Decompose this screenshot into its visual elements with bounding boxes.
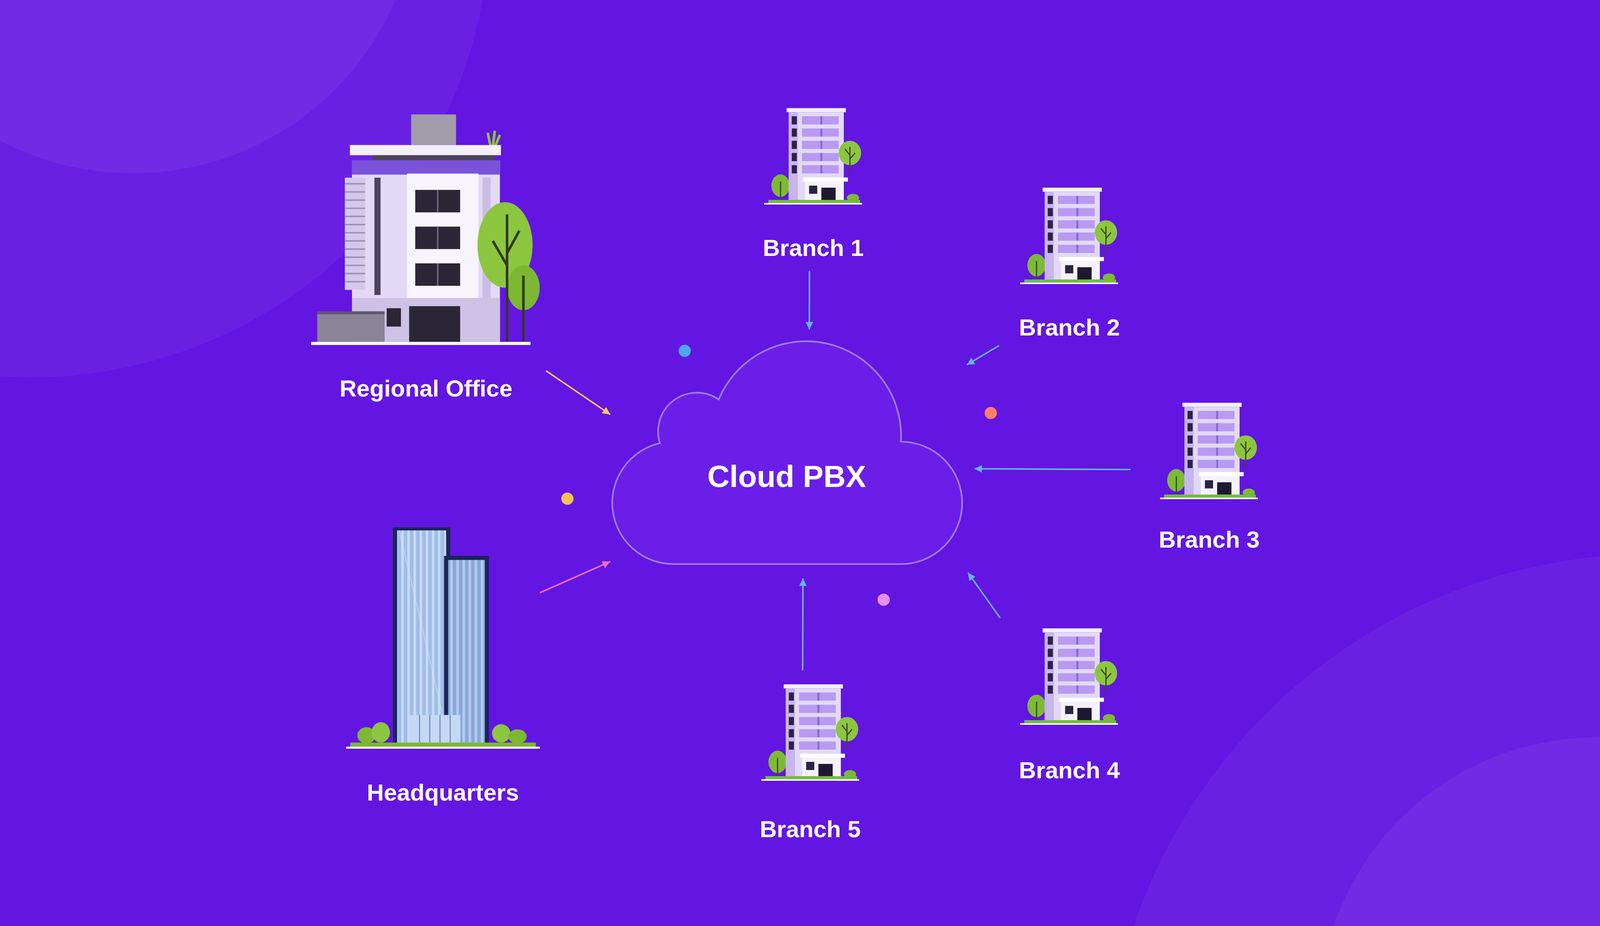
decor-circle [1104, 554, 1600, 926]
connector-arrow [808, 271, 811, 330]
node-texts: Branch 3 [1146, 525, 1273, 554]
node-texts: Branch 1 [749, 233, 877, 262]
building-node: Headquarters [346, 525, 540, 807]
decor-dot [678, 344, 691, 358]
building-label: Regional Office [306, 374, 547, 403]
building-illustration [346, 525, 540, 750]
building-node: Branch 3 [1146, 400, 1273, 554]
cloud-outline [610, 339, 964, 567]
connector-arrow [546, 370, 611, 415]
cloud-shape [612, 341, 963, 565]
connector-arrow [968, 573, 1000, 619]
connector-arrow [966, 345, 1000, 366]
connector-arrow [539, 561, 611, 593]
building-illustration [1160, 400, 1259, 503]
building-illustration [761, 682, 860, 785]
building-label: Headquarters [346, 778, 540, 807]
building-drawing [761, 684, 860, 782]
building-label: Branch 1 [749, 233, 877, 262]
decor-dot [877, 593, 890, 606]
building-node: Branch 4 [1006, 626, 1134, 785]
node-texts: Cloud PBX [610, 458, 964, 496]
decor-dot [561, 492, 574, 505]
building-drawing [311, 114, 540, 345]
connector-arrow [801, 578, 804, 671]
connector-group [539, 271, 1131, 671]
building-illustration [1020, 185, 1119, 288]
decor-circle [1319, 737, 1600, 926]
node-texts: Branch 5 [746, 815, 874, 844]
building-illustration [764, 106, 863, 208]
building-node: Branch 5 [746, 682, 874, 844]
building-drawing [764, 108, 863, 205]
building-drawing [346, 527, 540, 750]
node-texts: Branch 2 [1006, 313, 1134, 342]
building-node: Branch 2 [1006, 185, 1134, 342]
building-label: Branch 2 [1006, 313, 1134, 342]
building-label: Branch 3 [1146, 525, 1273, 554]
building-drawing [1020, 628, 1119, 726]
decor-dot [984, 407, 998, 420]
cloud-node: Cloud PBX [610, 339, 964, 567]
building-node: Regional Office [306, 112, 547, 403]
node-texts: Regional Office [306, 374, 547, 403]
building-node: Branch 1 [749, 106, 877, 262]
building-drawing [1160, 402, 1259, 500]
building-label: Branch 4 [1006, 756, 1134, 785]
building-label: Branch 5 [746, 815, 874, 844]
building-drawing [1020, 187, 1119, 285]
building-illustration [1020, 626, 1119, 729]
node-texts: Headquarters [346, 778, 540, 807]
cloud-label: Cloud PBX [610, 458, 964, 496]
connector-arrow [974, 469, 1131, 470]
node-texts: Branch 4 [1006, 756, 1134, 785]
building-illustration [311, 112, 541, 347]
